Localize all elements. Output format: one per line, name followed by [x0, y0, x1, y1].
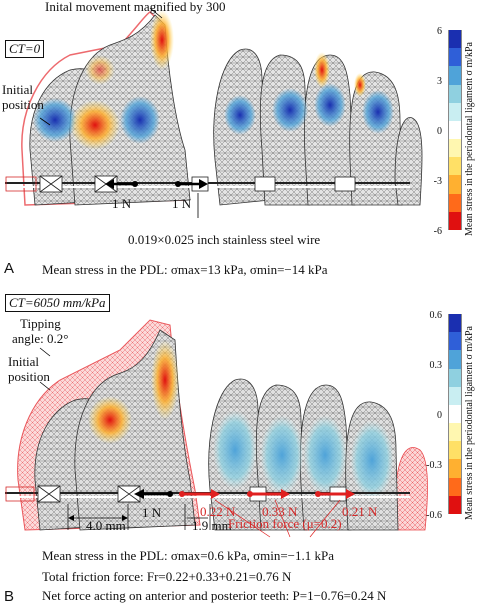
panel-b: 0.6 0.3 0 -0.3 -0.6 Mean stress in the perio… — [0, 290, 480, 609]
colorbar-b-segment — [448, 477, 462, 497]
total-friction-text: Total friction force: Fr=0.22+0.33+0.21=… — [42, 569, 292, 584]
colorbar-a-tick-label: 0 — [437, 126, 442, 137]
colorbar-b-tick-label: -0.6 — [426, 510, 442, 521]
ct-label-b: CT=6050 mm/kPa — [5, 294, 110, 312]
colorbar-b-segment — [448, 404, 462, 424]
colorbar-b-segment — [448, 423, 462, 442]
initial-position-leader — [39, 117, 51, 126]
colorbar-b-ticks: 0.6 0.3 0 -0.3 -0.6 — [420, 310, 443, 521]
tipping-leader — [39, 347, 51, 357]
colorbar-b-segment — [448, 314, 462, 333]
colorbar-a-segment — [448, 102, 462, 122]
panel-letter-a: A — [4, 260, 15, 277]
panel-letter-b: B — [4, 588, 15, 605]
top-note-leader — [149, 7, 163, 19]
colorbar-a-segment — [448, 30, 462, 49]
colorbar-a-segment — [448, 193, 462, 213]
colorbar-a-segment — [448, 175, 462, 195]
force-label-b: 1 N — [142, 505, 162, 520]
colorbar-b-segment — [448, 368, 462, 388]
top-note: Inital movement magnified by 300 — [45, 0, 226, 14]
net-force-text: Net force acting on anterior and posteri… — [42, 588, 387, 603]
colorbar-a-segment — [448, 84, 462, 104]
colorbar-a — [448, 30, 462, 231]
colorbar-b-tick-label: 0.6 — [429, 310, 443, 321]
ct-label-a: CT=0 — [5, 40, 45, 58]
dimension-right: 1.9 mm — [192, 518, 232, 533]
initial-position-label-b: Initial position — [8, 354, 50, 384]
force-label-left-a: 1 N — [112, 196, 132, 211]
colorbar-b-tick-label: 0.3 — [429, 360, 443, 371]
dimension-lines — [67, 504, 211, 530]
colorbar-a-tick-label: 6 — [437, 26, 442, 37]
main-force-arrow — [134, 489, 173, 499]
colorbar-a-tick-label: -3 — [433, 176, 442, 187]
initial-position-leader-b — [39, 381, 51, 391]
colorbar-a-tick-label: 3 — [437, 76, 442, 87]
initial-position-label-a: Initial position — [2, 82, 44, 112]
friction-force-label: Friction force (μ=0.2) — [228, 516, 342, 531]
colorbar-a-segment — [448, 120, 462, 140]
colorbar-b-segment — [448, 495, 462, 515]
colorbar-a-segment — [448, 157, 462, 176]
colorbar-b-segment — [448, 386, 462, 406]
friction-value-1: 0.22 N — [200, 504, 236, 519]
colorbar-b-segment — [448, 441, 462, 460]
colorbar-b-segment — [448, 350, 462, 370]
colorbar-b-tick-label: -0.3 — [426, 460, 442, 471]
stress-caption-a: Mean stress in the PDL: σmax=13 kPa, σmi… — [42, 262, 328, 277]
colorbar-b-title: Mean stress in the periodontal ligament … — [464, 326, 475, 520]
colorbar-a-segment — [448, 66, 462, 86]
friction-leaders — [214, 499, 341, 538]
force-arrows — [105, 179, 208, 189]
colorbar-a-segment — [448, 48, 462, 67]
colorbar-a-ticks: 6 3 0 -3 -6 — [420, 26, 442, 237]
colorbar-b — [448, 314, 462, 515]
colorbar-b-segment — [448, 459, 462, 479]
tipping-angle-label: Tipping angle: 0.2° — [12, 316, 69, 346]
panel-a-illustration — [5, 7, 423, 218]
colorbar-a-tick-label: -6 — [433, 226, 442, 237]
posterior-teeth — [213, 48, 423, 206]
colorbar-b-segment — [448, 332, 462, 351]
panel-a: 6 3 0 -3 -6 Mean stress in the periodontal l… — [0, 0, 480, 290]
colorbar-a-title: Mean stress in the periodontal ligament … — [464, 42, 475, 236]
friction-value-2: 0.33 N — [262, 504, 298, 519]
friction-arrows — [179, 489, 355, 499]
colorbar-a-segment — [448, 211, 462, 231]
dimension-left: 4.0 mm — [86, 518, 126, 533]
colorbar-b-tick-label: 0 — [437, 410, 442, 421]
friction-value-3: 0.21 N — [342, 504, 378, 519]
force-label-right-a: 1 N — [172, 196, 192, 211]
colorbar-a-segment — [448, 139, 462, 158]
anterior-teeth — [29, 10, 191, 206]
panel-b-illustration — [5, 319, 428, 538]
wire-note: 0.019×0.025 inch stainless steel wire — [128, 232, 321, 247]
stress-caption-b: Mean stress in the PDL: σmax=0.6 kPa, σm… — [42, 548, 335, 563]
